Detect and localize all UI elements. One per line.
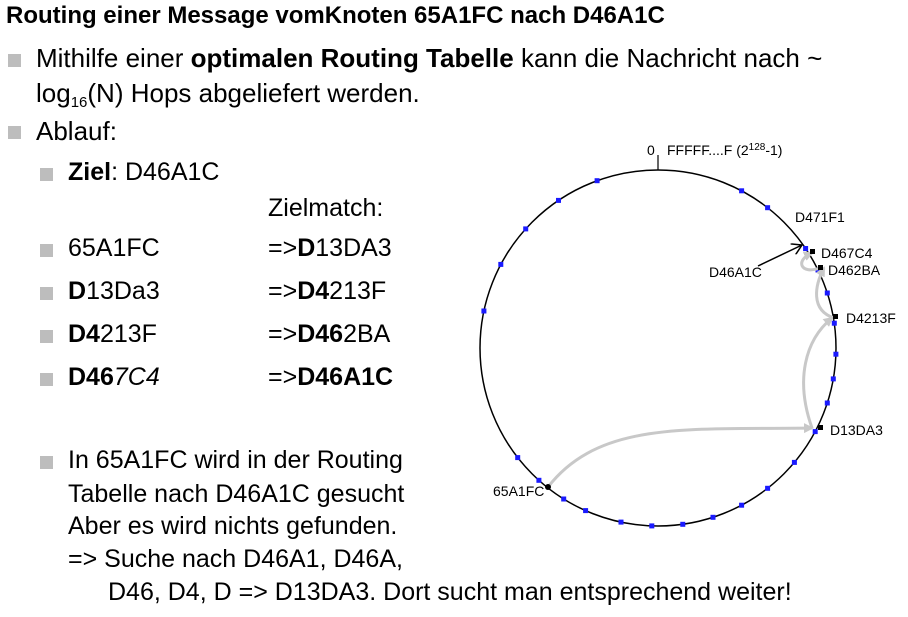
target-pointer (757, 245, 802, 267)
note-line-5: D46, D4, D => D13DA3. Dort sucht man ent… (108, 578, 792, 606)
ring-node (830, 376, 836, 382)
ring-node (556, 197, 561, 203)
ring-node (739, 502, 745, 508)
row-arrow: => (268, 363, 298, 391)
label-d467c4: D467C4 (821, 245, 873, 261)
ring-node (791, 459, 797, 465)
bullet-marker (40, 168, 53, 181)
ring-zero-label: 0 (647, 142, 655, 158)
intro-text-2: kann die Nachricht nach ~ (513, 43, 823, 73)
row-source-rest: 13Da3 (86, 277, 160, 305)
ziel-line: Ziel: D46A1C (68, 158, 219, 187)
ziel-label: Ziel (68, 158, 112, 186)
row-match-bold: D4 (297, 277, 330, 305)
ablauf-label: Ablauf: (36, 116, 117, 146)
label-d471f1: D471F1 (795, 209, 845, 225)
route-row-source: D13Da3 (68, 277, 160, 306)
label-d462ba: D462BA (828, 262, 881, 278)
ring-node (481, 308, 487, 314)
row-arrow: => (268, 320, 298, 348)
bullet-marker (40, 244, 53, 257)
ring-node (680, 521, 686, 527)
hop-path-3 (815, 266, 835, 320)
route-row-match: =>D13DA3 (268, 234, 392, 263)
ring-node (824, 400, 830, 406)
intro-log-base: 16 (70, 94, 88, 111)
node-d467c4 (810, 249, 815, 254)
row-source-bold: D46 (68, 363, 114, 391)
row-source-bold: D (68, 277, 87, 305)
row-match-bold: D46A1C (297, 363, 394, 391)
node-source (545, 484, 551, 490)
ring-node (765, 485, 771, 491)
ring-node (649, 523, 655, 529)
label-d4213f: D4213F (846, 310, 896, 326)
row-match-rest: 13DA3 (315, 234, 392, 262)
route-row-source: D4213F (68, 320, 157, 349)
node-d13da3 (818, 425, 823, 430)
row-source-rest: 213F (99, 320, 157, 348)
row-source-italic: 7C4 (113, 363, 160, 391)
ring-node (765, 205, 771, 211)
ring-node (618, 519, 624, 525)
intro-line-2: log16(N) Hops abgeliefert werden. (36, 78, 420, 111)
zielmatch-header: Zielmatch: (268, 194, 384, 222)
hop-path-4 (800, 251, 821, 272)
row-match-rest: 2BA (343, 320, 391, 348)
row-match-bold: D46 (297, 320, 344, 348)
row-arrow: => (268, 234, 298, 262)
ring-node (583, 508, 589, 514)
ring-node (594, 178, 600, 184)
intro-text-1: Mithilfe einer (36, 43, 191, 73)
intro-line-1: Mithilfe einer optimalen Routing Tabelle… (36, 43, 822, 74)
hop-path-1 (546, 423, 814, 488)
row-match-rest: 213F (329, 277, 387, 305)
ring-node (561, 496, 567, 502)
row-source-bold: D4 (68, 320, 100, 348)
ring-node (515, 455, 521, 461)
bullet-marker (8, 126, 21, 139)
bullet-marker (40, 456, 53, 469)
ring-node (536, 477, 542, 483)
ring-node (824, 290, 830, 296)
slide-title: Routing einer Message vomKnoten 65A1FC n… (6, 2, 665, 29)
ring-node (739, 188, 745, 194)
route-row-match: =>D462BA (268, 320, 390, 349)
ziel-value: : D46A1C (111, 158, 220, 186)
intro-bold: optimalen Routing Tabelle (190, 43, 514, 73)
node-d4213f (833, 314, 838, 319)
note-line-3: Aber es wird nichts gefunden. (68, 512, 398, 540)
label-d13da3: D13DA3 (830, 422, 883, 438)
bullet-marker (40, 373, 53, 386)
bullet-marker (40, 287, 53, 300)
ring-node (523, 226, 529, 232)
hop-path-2 (802, 316, 834, 429)
label-target: D46A1C (709, 264, 762, 280)
ring-node (831, 320, 837, 326)
row-arrow: => (268, 277, 298, 305)
route-row-match: =>D4213F (268, 277, 386, 306)
note-line-1: In 65A1FC wird in der Routing (68, 446, 403, 474)
note-line-2: Tabelle nach D46A1C gesucht (68, 480, 405, 508)
ring-node (833, 351, 839, 357)
ring-node (812, 429, 818, 435)
ring-circle (479, 169, 837, 527)
label-source: 65A1FC (493, 483, 544, 499)
route-row-source: 65A1FC (68, 234, 160, 263)
node-d462ba (818, 265, 823, 270)
ring-node (498, 261, 504, 267)
row-match-bold: D (297, 234, 316, 262)
ring-max-label: FFFFF....F (2128-1) (667, 142, 782, 158)
ring-node (803, 246, 809, 251)
intro-log: log (36, 78, 71, 108)
row-source-rest: 65A1FC (68, 234, 160, 262)
ring-node (710, 514, 716, 520)
intro-text-3: (N) Hops abgeliefert werden. (87, 78, 420, 108)
note-line-4: => Suche nach D46A1, D46A, (68, 545, 403, 573)
bullet-marker (40, 330, 53, 343)
route-row-match: =>D46A1C (268, 363, 393, 392)
bullet-marker (8, 54, 21, 67)
route-row-source: D467C4 (68, 363, 160, 392)
